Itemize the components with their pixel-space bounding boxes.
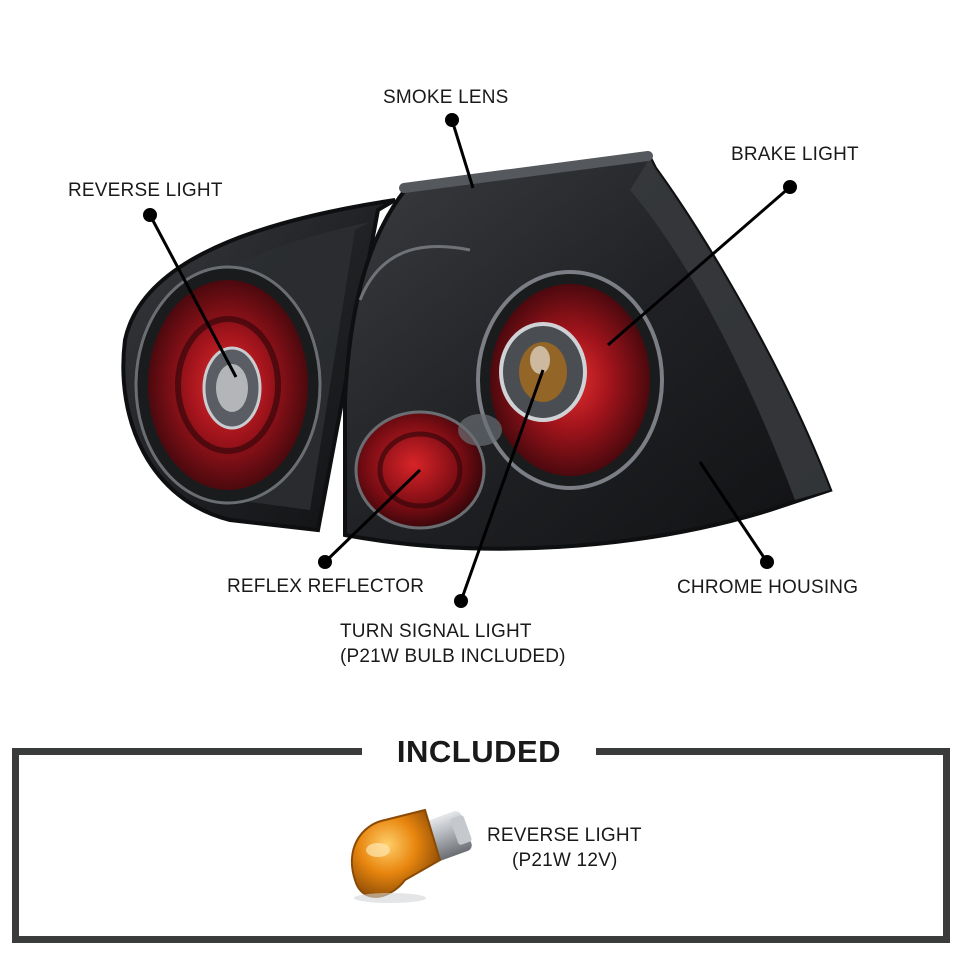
included-box [12, 748, 950, 943]
included-box-top-left [12, 748, 362, 755]
included-item-spec: (P21W 12V) [512, 850, 618, 871]
reverse-light-dot [143, 208, 157, 222]
turn-signal-bulb-note: (P21W BULB INCLUDED) [340, 646, 566, 667]
smoke-lens-dot [445, 113, 459, 127]
reflex-reflector-label: REFLEX REFLECTOR [227, 576, 425, 597]
brake-light-dot [783, 180, 797, 194]
smoke-lens-label: SMOKE LENS [383, 87, 509, 108]
turn-signal-dot [454, 594, 468, 608]
turn-signal-label: TURN SIGNAL LIGHT [340, 621, 532, 642]
included-box-top-right [596, 748, 950, 755]
reflex-reflector-dot [318, 555, 332, 569]
p21w-bulb-image [350, 808, 472, 903]
included-title: INCLUDED [396, 734, 562, 769]
callout-lines [143, 113, 797, 608]
included-item-label: REVERSE LIGHT [487, 825, 642, 846]
brake-light-label: BRAKE LIGHT [731, 144, 859, 165]
inner-lamp [121, 198, 397, 533]
reverse-light-label: REVERSE LIGHT [68, 180, 223, 201]
chrome-housing-label: CHROME HOUSING [677, 577, 859, 598]
chrome-housing-dot [760, 555, 774, 569]
